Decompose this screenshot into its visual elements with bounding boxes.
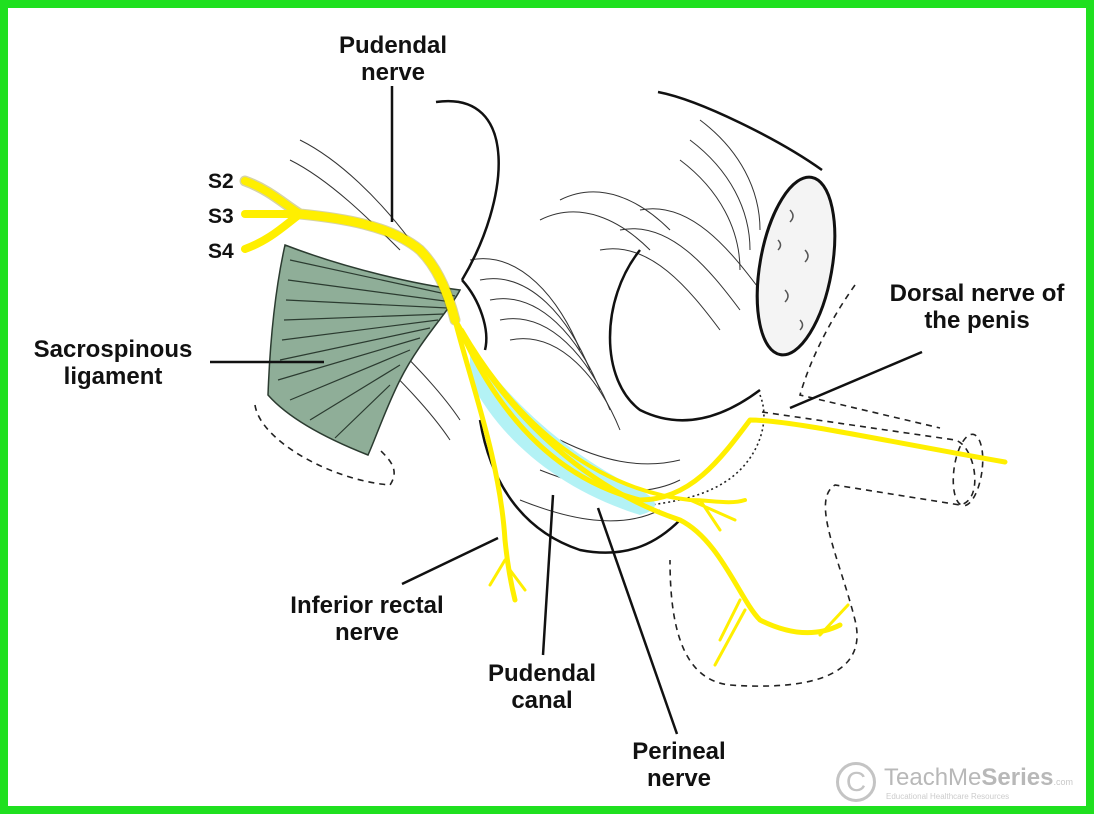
label-perineal-nerve: Perineal nerve xyxy=(614,738,744,792)
dotted-outline xyxy=(650,395,764,505)
watermark-brand: TeachMeSeries.com xyxy=(884,764,1073,792)
label-s4: S4 xyxy=(208,238,234,265)
label-pudendal-canal: Pudendal canal xyxy=(472,660,612,714)
label-s3: S3 xyxy=(208,203,234,230)
label-s2: S2 xyxy=(208,168,234,195)
sacrospinous-ligament-shape xyxy=(268,245,460,455)
watermark-tagline: Educational Healthcare Resources xyxy=(886,792,1009,801)
label-pudendal-nerve: Pudendal nerve xyxy=(318,32,468,86)
label-inferior-rectal-nerve: Inferior rectal nerve xyxy=(262,592,472,646)
label-sacrospinous-ligament: Sacrospinous ligament xyxy=(18,336,208,390)
bone-section xyxy=(745,171,847,361)
label-dorsal-nerve: Dorsal nerve of the penis xyxy=(868,280,1086,334)
copyright-logo-icon: C xyxy=(836,762,876,802)
penis-outline xyxy=(949,432,987,507)
teachme-watermark: C TeachMeSeries.com Educational Healthca… xyxy=(836,760,1086,808)
